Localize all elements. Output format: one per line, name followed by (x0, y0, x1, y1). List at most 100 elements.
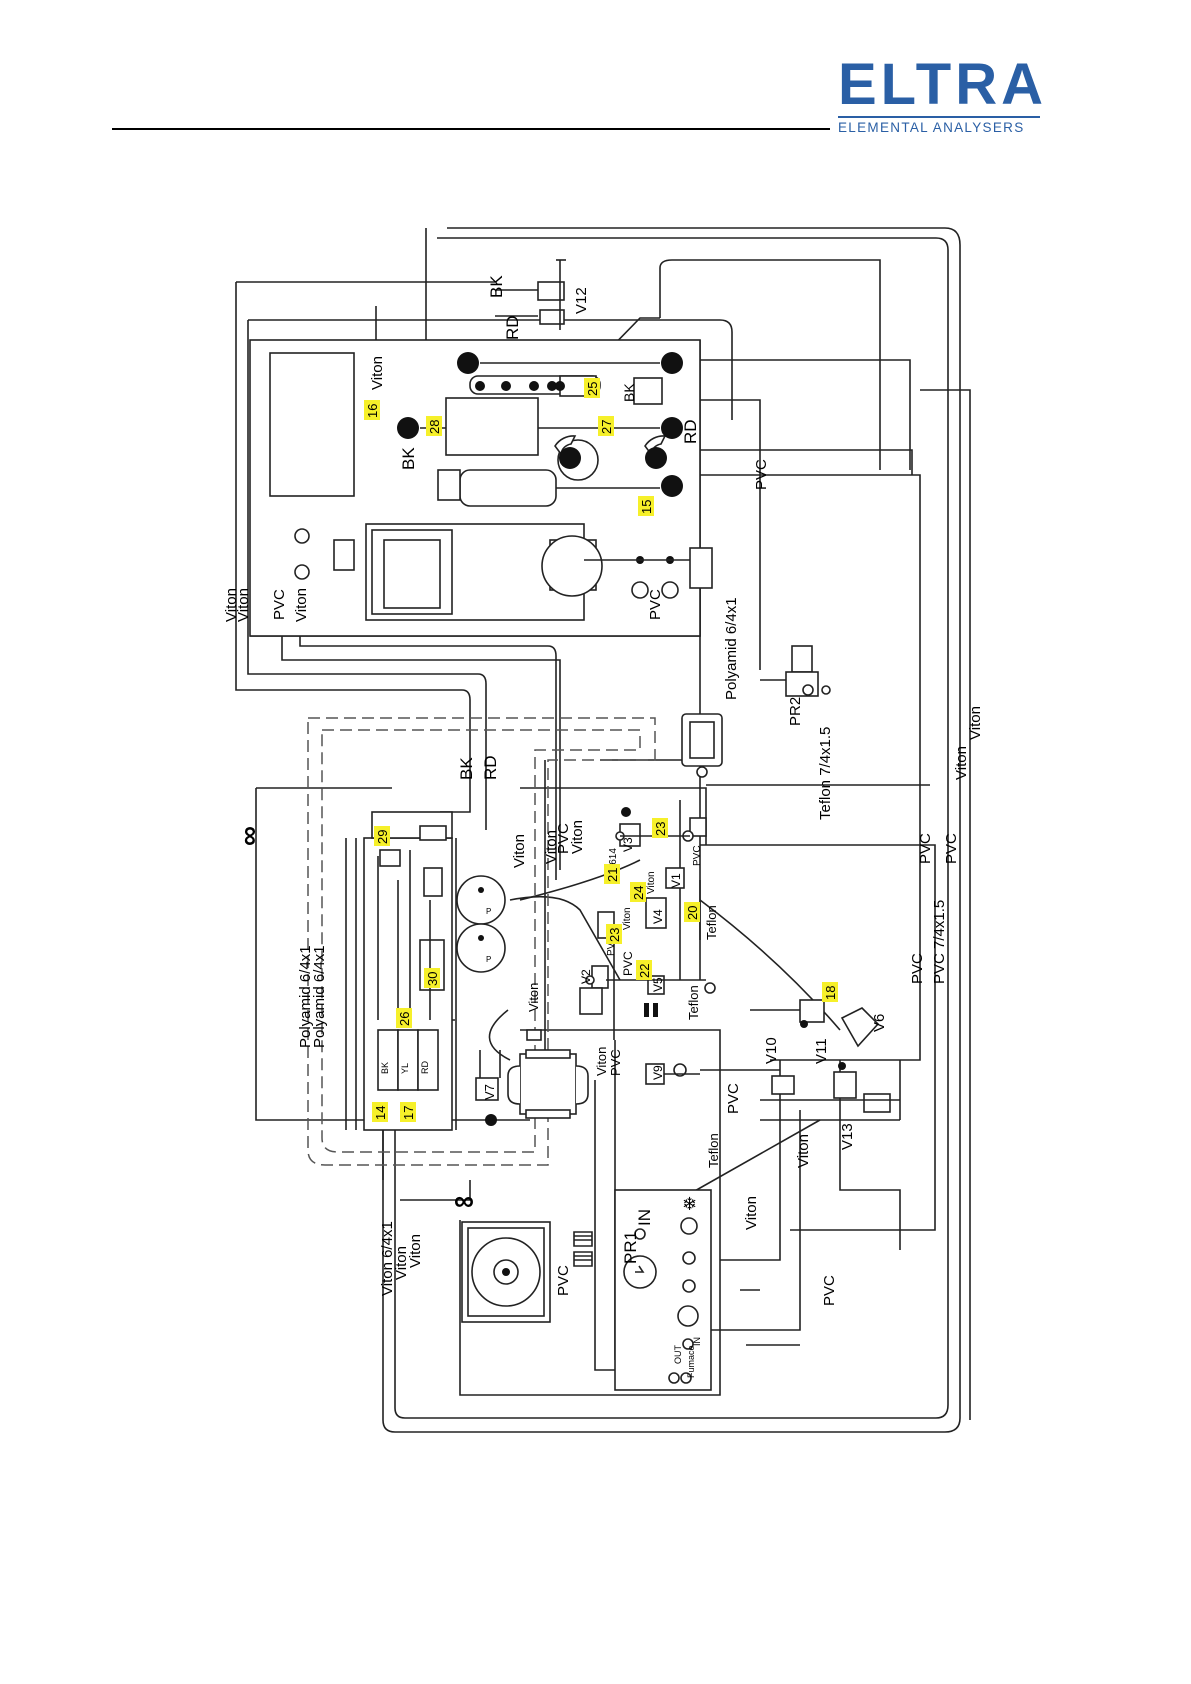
regulator-pr2 (760, 645, 831, 697)
label-viton-left-tee: Viton (526, 983, 541, 1012)
label-polyamid-mid: Polyamid 6/4x1 (723, 597, 740, 700)
label-pvc-v2b: PVC (606, 935, 617, 956)
eltra-logo: ELTRA ELEMENTAL ANALYSERS (838, 52, 1048, 135)
label-v12: V12 (573, 287, 590, 314)
label-teflon-2: Teflon (686, 985, 701, 1020)
tee-fitting (526, 1029, 542, 1041)
label-viton-right-1: Viton (953, 746, 970, 780)
label-fumace: Fumace (686, 1345, 696, 1378)
label-pvc-v2: PVC (621, 951, 635, 976)
label-viton-16: Viton (369, 356, 386, 390)
pos-26: 26 (397, 1012, 412, 1026)
label-viton-mid-3: Viton (569, 820, 586, 854)
tube-labels: Viton Viton PVC Viton Viton PVC Polyamid… (223, 356, 984, 1306)
bottom-panel (573, 1189, 712, 1391)
label-pvc-pr: PVC (753, 459, 770, 490)
wire-rd-term: RD (420, 1061, 430, 1074)
label-viton-pr1: Viton (743, 1196, 760, 1230)
wire-color-labels: BK RD BK BK RD BK RD BK YL RD (380, 275, 700, 1074)
label-v7: V7 (482, 1084, 497, 1100)
pos-16: 16 (365, 404, 380, 418)
pos-27: 27 (599, 420, 614, 434)
pos-17: 17 (401, 1106, 416, 1120)
transformer (507, 1049, 589, 1119)
label-pvc-v4: PVC (692, 845, 703, 866)
label-pvc-mid: PVC (555, 823, 572, 854)
polyamid-dashed-loop (307, 717, 656, 1166)
port-labels: IN OUT Fumace IN P P (486, 907, 702, 1378)
label-viton-b1: Viton (393, 1246, 410, 1280)
label-viton-bottom: Viton (594, 1047, 609, 1076)
label-v13: V13 (839, 1123, 856, 1150)
label-v1: V1 (669, 873, 683, 888)
label-pvc-br: PVC (821, 1275, 838, 1306)
header-rule (112, 128, 830, 130)
label-pvc-right-2: PVC (943, 833, 960, 864)
label-polyamid-left-2: Polyamid 6/4x1 (311, 945, 328, 1048)
pos-15: 15 (639, 500, 654, 514)
symbols: ∞ ∞ ❄ (233, 826, 697, 1216)
label-viton-mid-2: Viton (543, 830, 560, 864)
label-pvc-bottom: PVC (608, 1049, 623, 1076)
pos-20: 20 (685, 906, 700, 920)
right-valve-cluster (760, 999, 901, 1121)
label-pvc-left: PVC (271, 589, 288, 620)
label-v5: V5 (651, 977, 665, 992)
pos-24: 24 (631, 886, 646, 900)
label-viton-b2: Viton (407, 1234, 424, 1268)
label-pvc-right-4: PVC (909, 953, 926, 984)
label-out: OUT (673, 1345, 683, 1365)
label-v9: V9 (651, 1065, 665, 1080)
infinity-top-icon: ∞ (233, 826, 264, 846)
label-viton-mid-1: Viton (511, 834, 528, 868)
position-tags: 16 28 27 25 15 29 30 26 14 17 21 23 24 2… (364, 378, 838, 1122)
wire-bk-v12: BK (487, 275, 506, 298)
snowflake-icon: ❄ (682, 1194, 697, 1214)
label-pr1: PR1 (621, 1231, 640, 1264)
label-viton-v13: Viton (795, 1134, 812, 1168)
pos-18: 18 (823, 986, 838, 1000)
label-v10: V10 (763, 1037, 780, 1064)
pos-14: 14 (373, 1106, 388, 1120)
wire-rd-mid: RD (481, 755, 500, 780)
wire-bk-28: BK (399, 447, 418, 470)
label-v2: V2 (579, 969, 593, 984)
pos-23a: 23 (653, 822, 668, 836)
pump-unit (681, 713, 723, 778)
label-viton-top-1: Viton (223, 588, 240, 622)
pressure-gauges (456, 875, 506, 973)
pos-21: 21 (605, 868, 620, 882)
label-pr2: PR2 (787, 697, 804, 726)
pos-25: 25 (585, 382, 600, 396)
wire-rd-27: RD (681, 419, 700, 444)
label-pvc-v9: PVC (725, 1083, 742, 1114)
label-in-pr1: IN (635, 1209, 654, 1226)
label-viton-top-2: Viton (235, 588, 252, 622)
pos-30: 30 (425, 972, 440, 986)
wire-bk-mid: BK (457, 757, 476, 780)
wire-bk-term: BK (380, 1062, 390, 1074)
label-viton-right-2: Viton (967, 706, 984, 740)
infinity-bottom-icon: ∞ (454, 1185, 474, 1216)
pos-29: 29 (375, 830, 390, 844)
wire-bk-25: BK (621, 383, 637, 402)
label-pvc-bl: PVC (555, 1265, 572, 1296)
label-teflon-7: Teflon 7/4x1.5 (817, 727, 834, 820)
cooling-fan (461, 1221, 551, 1323)
furnace-section (249, 339, 713, 637)
polyamid-dashed-loop-inner (321, 729, 641, 1153)
pos-28: 28 (427, 420, 442, 434)
logo-word: ELTRA (838, 52, 1048, 117)
label-viton-v3: Viton (646, 871, 657, 894)
label-viton-641: Viton 6/4x1 (379, 1221, 396, 1296)
label-v4: V4 (651, 909, 665, 924)
logo-subtitle: ELEMENTAL ANALYSERS (838, 120, 1025, 135)
label-v11: V11 (813, 1038, 830, 1064)
valve-v12 (495, 259, 566, 330)
logo-rule (838, 116, 1040, 118)
label-p2: P (486, 955, 491, 964)
label-viton-left: Viton (293, 588, 310, 622)
label-pvc-right-1: PVC (917, 833, 934, 864)
label-teflon-3: Teflon (706, 1133, 721, 1168)
